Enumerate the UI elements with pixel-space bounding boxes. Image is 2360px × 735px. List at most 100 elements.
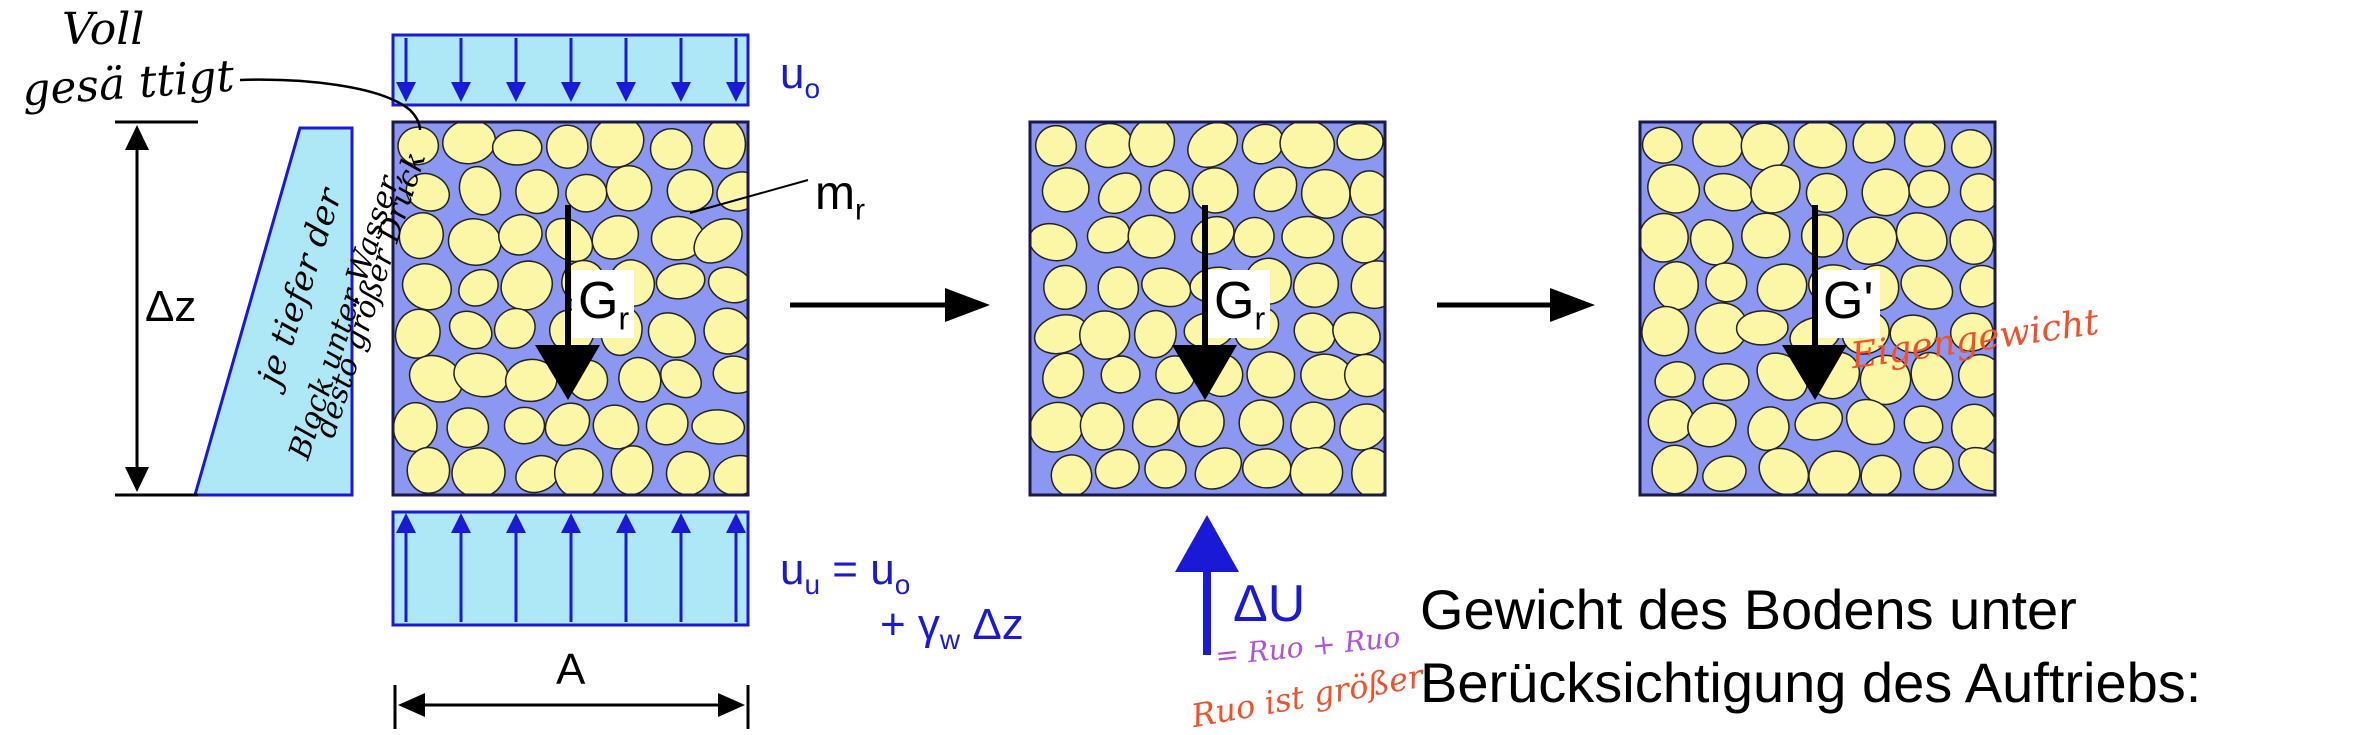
soil-grain bbox=[1042, 352, 1085, 399]
soil-grain bbox=[666, 168, 714, 213]
soil-grain bbox=[1292, 262, 1340, 308]
bottom-load-arrowhead bbox=[451, 513, 471, 533]
top-load-arrowhead bbox=[616, 82, 636, 102]
soil-grain bbox=[1079, 310, 1131, 360]
soil-grain bbox=[1133, 309, 1177, 359]
soil-grain bbox=[451, 447, 506, 495]
soil-grain bbox=[1178, 399, 1225, 448]
soil-grain bbox=[498, 213, 543, 256]
soil-grain bbox=[1050, 454, 1093, 495]
dz-dimension-line bbox=[115, 120, 198, 497]
soil-grain bbox=[1034, 124, 1078, 167]
soil-grain bbox=[649, 127, 693, 171]
soil-grain bbox=[1702, 363, 1750, 402]
soil-grain bbox=[1758, 447, 1810, 495]
top-load-arrowhead bbox=[506, 82, 526, 102]
top-load-arrowhead bbox=[671, 82, 691, 102]
delta-u-label: ΔU bbox=[1233, 575, 1306, 633]
soil-grain bbox=[1756, 263, 1808, 312]
soil-grain bbox=[1332, 311, 1381, 356]
process-arrow-1 bbox=[790, 288, 990, 322]
soil-grain bbox=[1903, 122, 1946, 168]
soil-grain bbox=[1750, 164, 1801, 214]
soil-grain bbox=[645, 403, 689, 446]
soil-grain bbox=[1148, 169, 1191, 214]
soil-grain bbox=[1794, 401, 1844, 441]
soil-grain bbox=[591, 215, 640, 260]
soil-grain bbox=[1191, 167, 1239, 214]
soil-grain bbox=[716, 171, 748, 212]
soil-grain bbox=[1349, 170, 1385, 216]
soil-grain bbox=[1740, 122, 1790, 171]
top-load-arrowhead bbox=[451, 82, 471, 102]
soil-grain bbox=[1144, 449, 1187, 489]
soil-grain bbox=[1889, 314, 1938, 354]
soil-grain bbox=[1194, 447, 1243, 490]
weight-arrow-3 bbox=[1782, 205, 1847, 400]
soil-grain bbox=[703, 307, 748, 355]
soil-grain bbox=[1079, 402, 1125, 451]
soil-grain bbox=[1735, 310, 1789, 346]
soil-grain bbox=[1281, 215, 1335, 259]
bottom-load-arrowhead bbox=[561, 513, 581, 533]
soil-grain bbox=[1336, 122, 1384, 161]
soil-grain bbox=[1290, 401, 1336, 450]
bottom-load-arrowhead bbox=[726, 513, 746, 533]
soil-grain bbox=[1959, 264, 1995, 308]
soil-grain bbox=[458, 268, 499, 307]
soil-grain bbox=[1300, 168, 1351, 219]
top-load-arrowhead bbox=[561, 82, 581, 102]
handwritten-leader bbox=[239, 78, 422, 131]
process-arrow-2 bbox=[1437, 288, 1595, 322]
soil-grain bbox=[707, 266, 748, 304]
soil-grain bbox=[1350, 260, 1385, 310]
bottom-pressure-load bbox=[391, 510, 750, 627]
soil-grain bbox=[1043, 264, 1088, 311]
soil-grain bbox=[1808, 450, 1861, 495]
soil-grain bbox=[655, 262, 706, 300]
bottom-load-arrowhead bbox=[671, 513, 691, 533]
soil-grain bbox=[1279, 122, 1336, 169]
soil-grain bbox=[458, 165, 502, 216]
soil-grain bbox=[1949, 218, 1995, 266]
soil-grain bbox=[1246, 351, 1296, 399]
soil-grain bbox=[1253, 166, 1298, 213]
soil-grain bbox=[1141, 267, 1192, 308]
soil-grain bbox=[1903, 405, 1944, 444]
soil-block-middle bbox=[1028, 120, 1387, 497]
soil-grain bbox=[545, 124, 589, 169]
handwritten-voll: Voll bbox=[62, 4, 145, 55]
soil-grain bbox=[1238, 399, 1285, 447]
soil-grain bbox=[503, 406, 546, 445]
buoyancy-arrow bbox=[1175, 515, 1239, 655]
g2-label: Gr bbox=[1214, 272, 1266, 337]
soil-grain bbox=[447, 218, 502, 266]
top-load-arrowhead bbox=[396, 82, 416, 102]
bottom-load-arrowhead bbox=[506, 513, 526, 533]
soil-grain bbox=[1097, 172, 1142, 215]
soil-grain bbox=[1900, 265, 1954, 310]
soil-grain bbox=[1647, 164, 1701, 214]
caption-line-2: Berücksichtigung des Auftriebs: bbox=[1420, 651, 2202, 714]
soil-grain bbox=[1860, 454, 1902, 495]
weight-arrow-1 bbox=[535, 205, 600, 400]
soil-grain bbox=[1654, 361, 1696, 398]
soil-grain bbox=[1651, 444, 1699, 495]
soil-grain bbox=[515, 169, 560, 215]
uu-equation: uu = uo bbox=[780, 545, 911, 600]
soil-grain bbox=[408, 354, 464, 403]
soil-grain bbox=[1845, 398, 1896, 446]
top-pressure-load bbox=[391, 33, 750, 107]
soil-grain bbox=[660, 359, 702, 399]
soil-grain bbox=[1128, 122, 1176, 168]
soil-grain bbox=[500, 260, 554, 311]
soil-grain bbox=[590, 122, 645, 168]
soil-grain bbox=[1293, 312, 1336, 354]
soil-grain bbox=[1957, 353, 1995, 399]
soil-grain bbox=[544, 402, 591, 447]
soil-grain bbox=[647, 312, 697, 359]
soil-grain bbox=[1910, 351, 1954, 401]
soil-grain bbox=[405, 172, 451, 212]
soil-grain bbox=[1959, 173, 1995, 213]
